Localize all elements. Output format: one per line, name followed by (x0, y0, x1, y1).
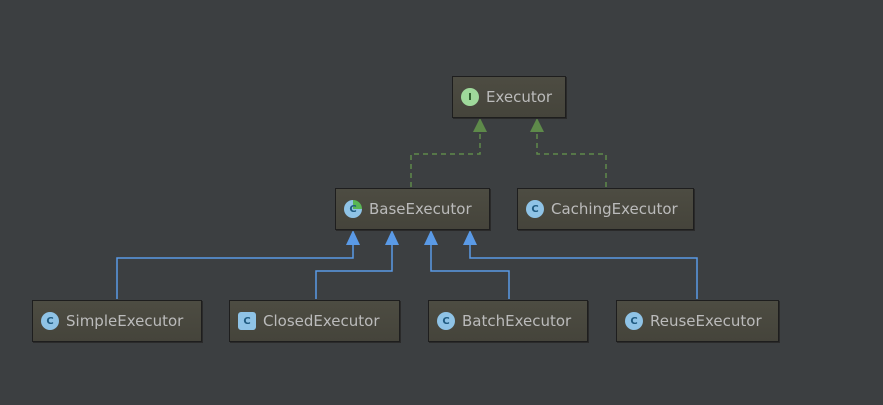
arrowhead-batch-to-base (424, 230, 438, 245)
arrowhead-closed-to-base (385, 230, 399, 245)
node-batch-executor[interactable]: C BatchExecutor (428, 300, 588, 342)
node-closed-executor[interactable]: C ClosedExecutor (229, 300, 400, 342)
node-label: SimpleExecutor (66, 312, 184, 330)
node-label: Executor (486, 88, 553, 106)
node-label: BaseExecutor (369, 200, 472, 218)
arrowhead-simple-to-base (346, 230, 360, 245)
runnable-class-icon: C (238, 312, 256, 330)
edge-caching-implements-executor (536, 132, 607, 187)
node-label: ReuseExecutor (650, 312, 762, 330)
arrowhead-reuse-to-base (463, 230, 477, 245)
edge-reuse-extends-base (469, 244, 698, 299)
node-label: BatchExecutor (462, 312, 572, 330)
edge-closed-extends-base (315, 244, 393, 299)
edge-simple-extends-base (116, 244, 354, 299)
node-simple-executor[interactable]: C SimpleExecutor (32, 300, 202, 342)
edge-batch-extends-base (430, 244, 510, 299)
class-icon: C (625, 312, 643, 330)
class-icon: C (526, 200, 544, 218)
class-icon: C (41, 312, 59, 330)
arrowhead-base-to-executor (473, 118, 487, 132)
node-reuse-executor[interactable]: C ReuseExecutor (616, 300, 779, 342)
class-icon: C (437, 312, 455, 330)
edge-base-implements-executor (410, 132, 481, 187)
node-caching-executor[interactable]: C CachingExecutor (517, 188, 694, 230)
abstract-class-icon: C (344, 200, 362, 218)
node-label: ClosedExecutor (263, 312, 380, 330)
arrowhead-caching-to-executor (530, 118, 544, 132)
node-executor[interactable]: I Executor (452, 76, 566, 118)
node-base-executor[interactable]: C BaseExecutor (335, 188, 490, 230)
node-label: CachingExecutor (551, 200, 678, 218)
interface-icon: I (461, 88, 479, 106)
